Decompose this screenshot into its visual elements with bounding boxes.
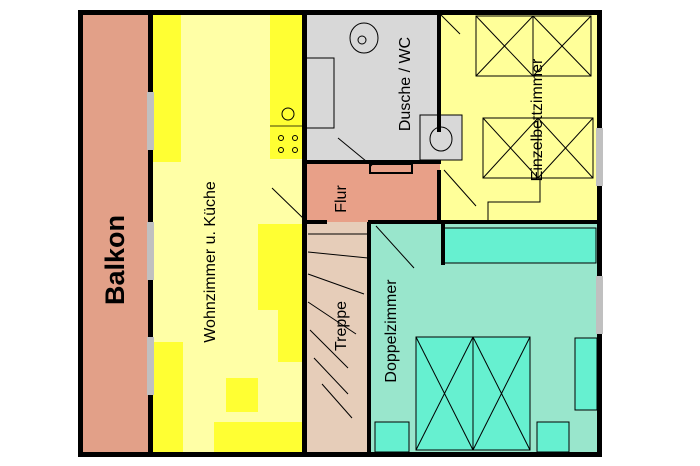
label-doppel: Doppelzimmer — [383, 279, 400, 383]
label-treppe: Treppe — [333, 301, 350, 351]
doppel-door-swing — [375, 225, 415, 269]
stove-burner-icon — [278, 135, 284, 141]
toilet-bowl-icon — [357, 35, 367, 45]
label-einzelbett: Einzelbettzimmer — [529, 58, 546, 181]
toilet-icon — [349, 22, 379, 54]
stair-steps — [307, 233, 369, 419]
windows — [147, 92, 603, 395]
balkon-area — [80, 12, 150, 454]
flur-door-swing — [271, 187, 306, 221]
sofa-back — [153, 342, 183, 452]
sink-icon — [281, 107, 295, 121]
sofa-seat — [214, 422, 304, 452]
label-dusche: Dusche / WC — [397, 37, 414, 131]
bed-x — [415, 336, 474, 451]
treppe-area — [305, 222, 370, 454]
stove-burner-icon — [292, 135, 298, 141]
kitchen-counter-left — [153, 14, 181, 162]
einzelbett-door-swing — [443, 169, 477, 207]
bed-x — [472, 336, 531, 451]
doppel-shelf — [443, 227, 597, 264]
shower-tray — [305, 57, 335, 129]
cupboard — [258, 224, 302, 310]
label-balkon: Balkon — [100, 215, 130, 305]
desk-outline — [487, 180, 541, 222]
nightstand-right — [536, 421, 570, 453]
side-table — [278, 310, 302, 362]
wardrobe-lower-x — [537, 117, 594, 179]
doppel-dresser — [574, 337, 598, 411]
kitchen-counter-right — [270, 14, 304, 159]
nightstand-left — [374, 421, 410, 453]
stove-burner-icon — [278, 147, 284, 153]
label-flur: Flur — [333, 185, 350, 213]
stove-burner-icon — [292, 147, 298, 153]
wardrobe-upper-x — [532, 15, 592, 77]
wardrobe-lower-x — [482, 117, 539, 179]
label-wohnzimmer: Wohnzimmer u. Küche — [202, 181, 219, 343]
dusche-door-swing — [439, 13, 461, 35]
wardrobe-upper-x — [475, 15, 534, 77]
coffee-table — [226, 378, 258, 412]
